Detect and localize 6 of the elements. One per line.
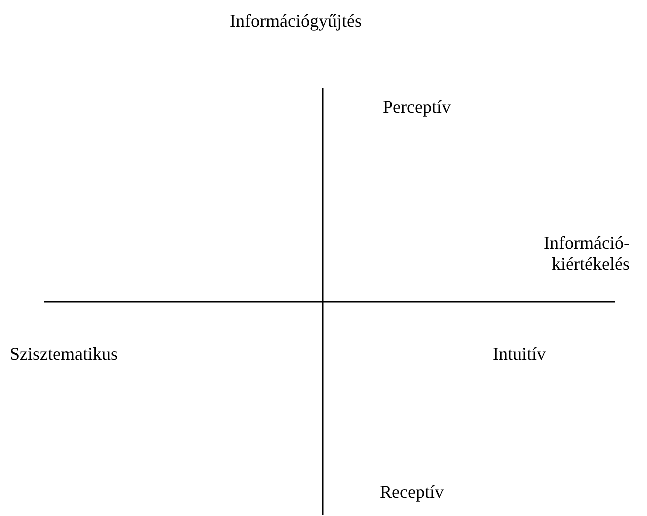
axis-label: Perceptív <box>383 97 451 118</box>
axis-label: Információgyűjtés <box>230 11 362 32</box>
axis-label: Információ- kiértékelés <box>543 233 630 274</box>
axis-label: Receptív <box>380 482 444 503</box>
axis-label: Intuitív <box>493 344 546 365</box>
axis-label: Szisztematikus <box>10 344 118 365</box>
